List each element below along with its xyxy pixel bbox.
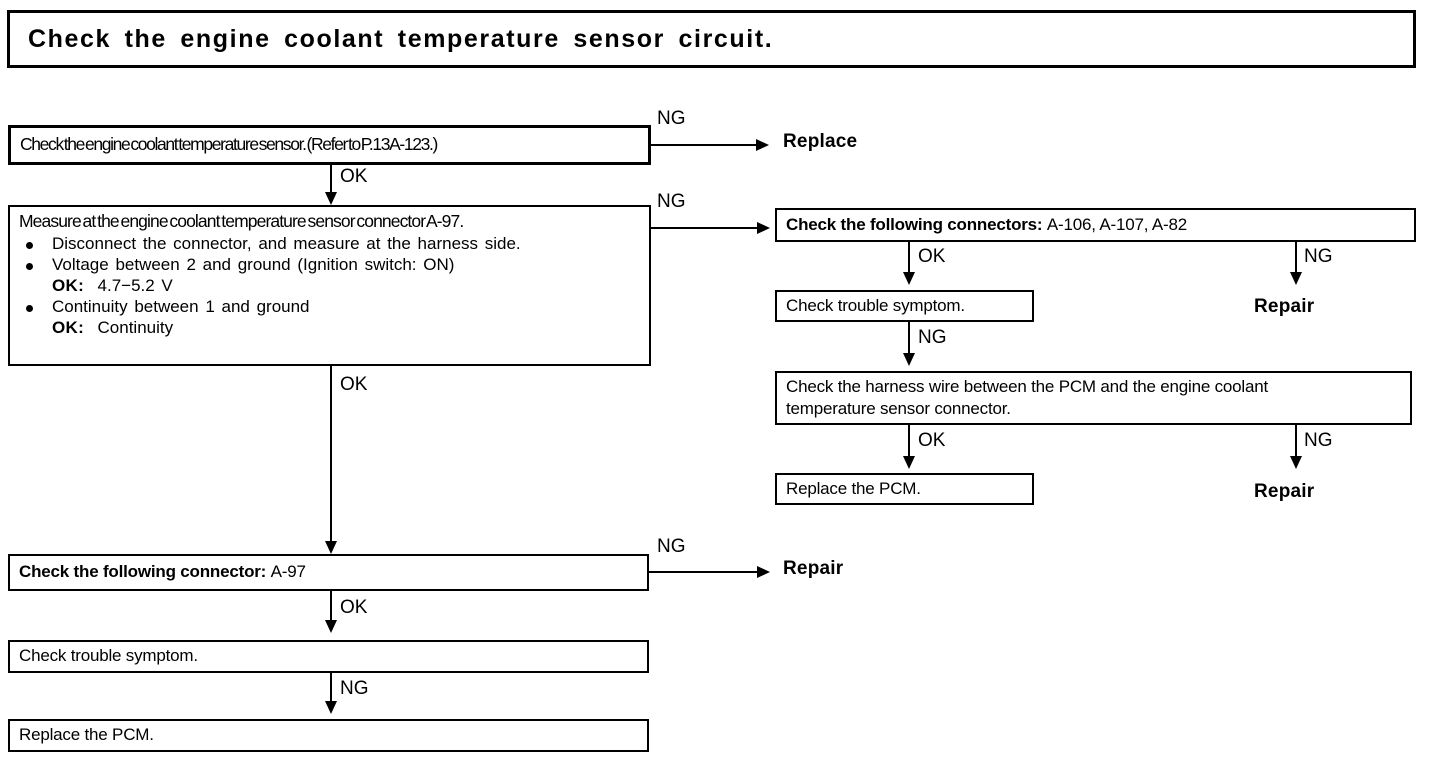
edge-connectors-right-ng-arrow bbox=[1290, 272, 1302, 285]
page-title: Check the engine coolant temperature sen… bbox=[28, 24, 774, 53]
node-measure-bullet-2-ok: OK: 4.7−5.2 V bbox=[19, 277, 521, 295]
node-measure-bullet-2-text: Voltage between 2 and ground (Ignition s… bbox=[52, 255, 455, 275]
node-connector-bottom[interactable]: Check the following connector: A-97 bbox=[8, 554, 649, 591]
edge-harness-wire-ok-arrow bbox=[903, 456, 915, 469]
node-measure-bullet-3-ok-label: OK: bbox=[52, 317, 85, 337]
edge-check-trouble-right-ng-line bbox=[908, 322, 910, 356]
node-measure[interactable]: Measure at the engine coolant temperatur… bbox=[8, 205, 651, 366]
bullet-dot-icon bbox=[26, 263, 33, 271]
terminal-repair-right-1: Repair bbox=[1254, 296, 1315, 317]
edge-connectors-right-ok-line bbox=[908, 242, 910, 275]
edge-connectors-right-ng-line bbox=[1295, 242, 1297, 275]
node-harness-wire-line-2: temperature sensor connector. bbox=[786, 398, 1011, 418]
edge-connector-bottom-ng-line bbox=[649, 571, 762, 573]
edge-check-sensor-ok-arrow bbox=[325, 192, 337, 205]
node-connector-bottom-label: Check the following connector: bbox=[19, 562, 267, 582]
terminal-replace: Replace bbox=[783, 131, 858, 152]
edge-label-ng-1: NG bbox=[657, 108, 686, 129]
node-measure-bullet-3-ok-value: Continuity bbox=[97, 317, 174, 337]
edge-connector-bottom-ok-line bbox=[330, 591, 332, 623]
node-measure-bullet-3-text: Continuity between 1 and ground bbox=[52, 296, 310, 316]
edge-check-sensor-ng-line bbox=[651, 144, 767, 146]
node-connectors-right[interactable]: Check the following connectors: A-106, A… bbox=[775, 208, 1416, 242]
edge-label-ng-7: NG bbox=[340, 678, 369, 699]
node-connector-bottom-value: A-97 bbox=[270, 562, 306, 582]
edge-measure-ng-line bbox=[651, 227, 761, 229]
node-check-sensor[interactable]: Check the engine coolant temperature sen… bbox=[8, 125, 651, 165]
edge-label-ok-4: OK bbox=[918, 430, 946, 451]
node-check-trouble-right-label: Check trouble symptom. bbox=[786, 295, 965, 315]
node-measure-content: Measure at the engine coolant temperatur… bbox=[10, 207, 529, 344]
node-connectors-right-value: A-106, A-107, A-82 bbox=[1046, 214, 1187, 234]
bullet-dot-icon bbox=[26, 242, 33, 250]
edge-measure-ng-arrow bbox=[757, 222, 770, 234]
node-check-sensor-label: Check the engine coolant temperature sen… bbox=[20, 134, 438, 155]
edge-harness-wire-ng-arrow bbox=[1290, 456, 1302, 469]
node-measure-bullet-2-ok-label: OK: bbox=[52, 276, 85, 296]
edge-check-sensor-ok-line bbox=[330, 165, 332, 195]
edge-check-sensor-ng-arrow bbox=[756, 139, 769, 151]
terminal-repair-bottom: Repair bbox=[783, 558, 844, 579]
edge-label-ok-2: OK bbox=[340, 374, 368, 395]
node-harness-wire-content: Check the harness wire between the PCM a… bbox=[777, 373, 1274, 420]
node-measure-header: Measure at the engine coolant temperatur… bbox=[19, 211, 464, 231]
edge-label-ok-3: OK bbox=[918, 246, 946, 267]
node-replace-pcm-bottom-label: Replace the PCM. bbox=[19, 725, 154, 745]
node-check-trouble-bottom[interactable]: Check trouble symptom. bbox=[8, 640, 649, 673]
edge-label-ok-1: OK bbox=[340, 166, 368, 187]
page-title-box: Check the engine coolant temperature sen… bbox=[7, 10, 1416, 68]
edge-label-ng-4: NG bbox=[918, 327, 947, 348]
node-measure-bullet-2: Voltage between 2 and ground (Ignition s… bbox=[19, 256, 521, 274]
node-measure-bullet-3-ok: OK: Continuity bbox=[19, 317, 521, 337]
node-connectors-right-label: Check the following connectors: bbox=[786, 214, 1043, 234]
node-connector-bottom-text: Check the following connector: A-97 bbox=[10, 561, 312, 583]
node-measure-bullet-1: Disconnect the connector, and measure at… bbox=[19, 235, 521, 253]
node-check-trouble-right[interactable]: Check trouble symptom. bbox=[775, 290, 1034, 322]
edge-check-trouble-bottom-ng-line bbox=[330, 673, 332, 704]
node-measure-bullet-3: Continuity between 1 and ground bbox=[19, 296, 521, 316]
node-replace-pcm-right-label: Replace the PCM. bbox=[786, 478, 921, 498]
edge-label-ng-6: NG bbox=[657, 536, 686, 557]
edge-check-trouble-bottom-ng-arrow bbox=[325, 701, 337, 714]
edge-check-trouble-right-ng-arrow bbox=[903, 353, 915, 366]
edge-label-ng-2: NG bbox=[657, 191, 686, 212]
node-replace-pcm-bottom[interactable]: Replace the PCM. bbox=[8, 719, 649, 752]
node-harness-wire[interactable]: Check the harness wire between the PCM a… bbox=[775, 371, 1412, 425]
edge-label-ng-3: NG bbox=[1304, 246, 1333, 267]
edge-harness-wire-ok-line bbox=[908, 425, 910, 458]
node-connectors-right-text: Check the following connectors: A-106, A… bbox=[777, 214, 1193, 236]
edge-connector-bottom-ng-arrow bbox=[757, 566, 770, 578]
edge-connectors-right-ok-arrow bbox=[903, 272, 915, 285]
node-harness-wire-line-1: Check the harness wire between the PCM a… bbox=[786, 377, 1269, 396]
node-measure-bullet-2-ok-value: 4.7−5.2 V bbox=[97, 276, 173, 296]
edge-measure-ok-arrow bbox=[325, 541, 337, 554]
edge-connector-bottom-ok-arrow bbox=[325, 620, 337, 633]
node-check-trouble-bottom-label: Check trouble symptom. bbox=[19, 646, 198, 666]
terminal-repair-right-2: Repair bbox=[1254, 481, 1315, 502]
edge-label-ok-5: OK bbox=[340, 597, 368, 618]
node-measure-bullet-1-text: Disconnect the connector, and measure at… bbox=[52, 234, 521, 254]
edge-label-ng-5: NG bbox=[1304, 430, 1333, 451]
bullet-dot-icon bbox=[26, 304, 33, 312]
edge-measure-ok-line bbox=[330, 366, 332, 546]
edge-harness-wire-ng-line bbox=[1295, 425, 1297, 458]
node-replace-pcm-right[interactable]: Replace the PCM. bbox=[775, 473, 1034, 505]
